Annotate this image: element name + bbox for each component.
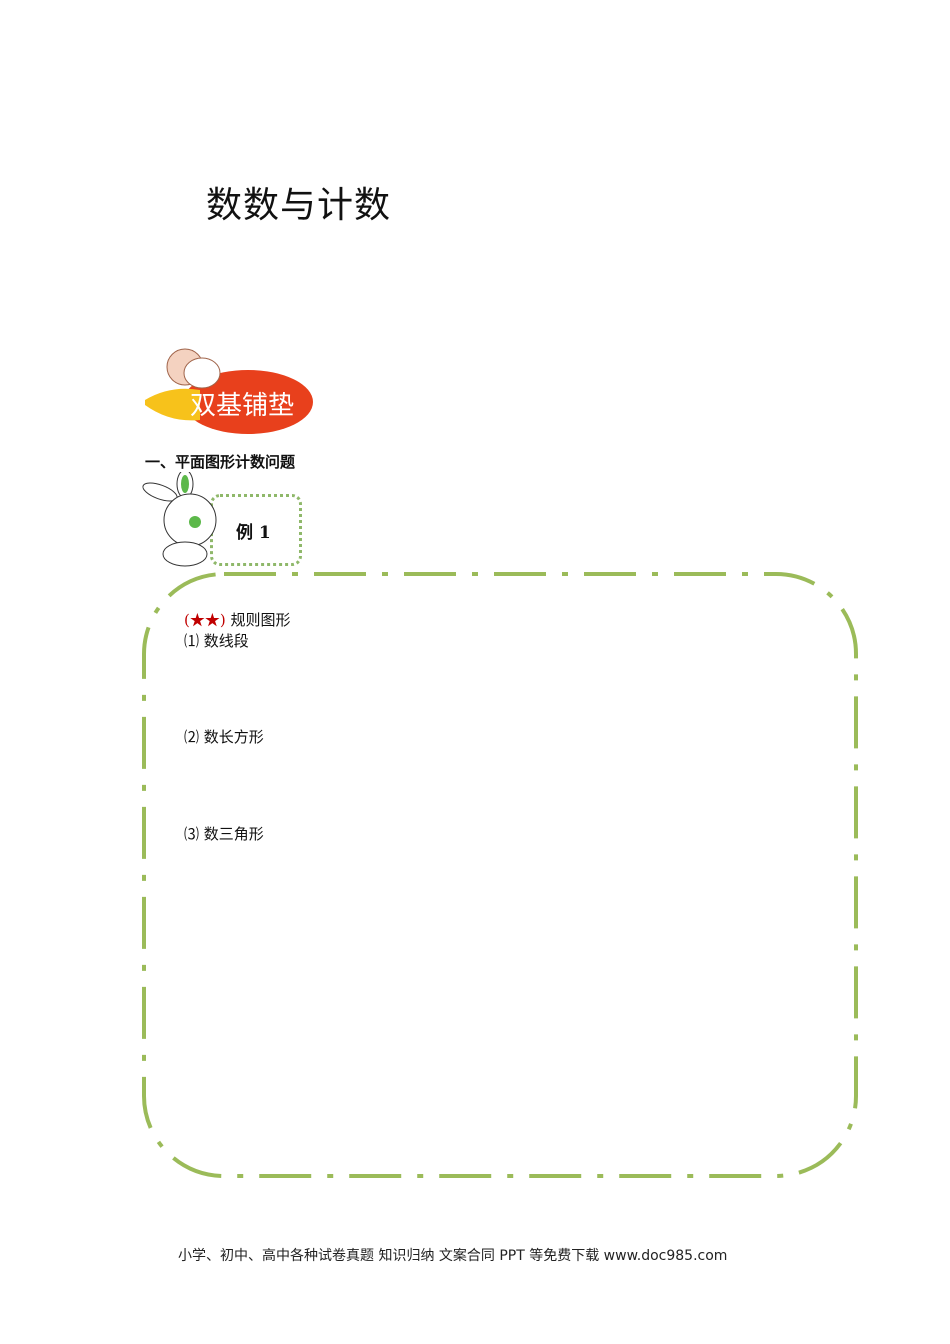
problem-item: ⑴ 数线段 [184, 632, 249, 650]
bunny-icon [142, 472, 217, 567]
banner-text: 双基铺垫 [190, 391, 295, 421]
section-heading: 一、平面图形计数问题 [145, 453, 296, 471]
problem-heading: (★★) 规则图形 [184, 609, 291, 630]
dashed-frame [142, 572, 858, 1178]
footer-text: 小学、初中、高中各种试卷真题 知识归纳 文案合同 PPT 等免费下载 www.d… [178, 1248, 728, 1264]
page-title: 数数与计数 [206, 185, 392, 226]
problem-item: ⑵ 数长方形 [184, 728, 264, 746]
problem-item: ⑶ 数三角形 [184, 825, 264, 843]
example-label: 例 1 [236, 523, 271, 543]
banner-graphic [145, 348, 313, 434]
difficulty-stars: (★★) [184, 611, 226, 629]
problem-title: 规则图形 [230, 611, 291, 629]
